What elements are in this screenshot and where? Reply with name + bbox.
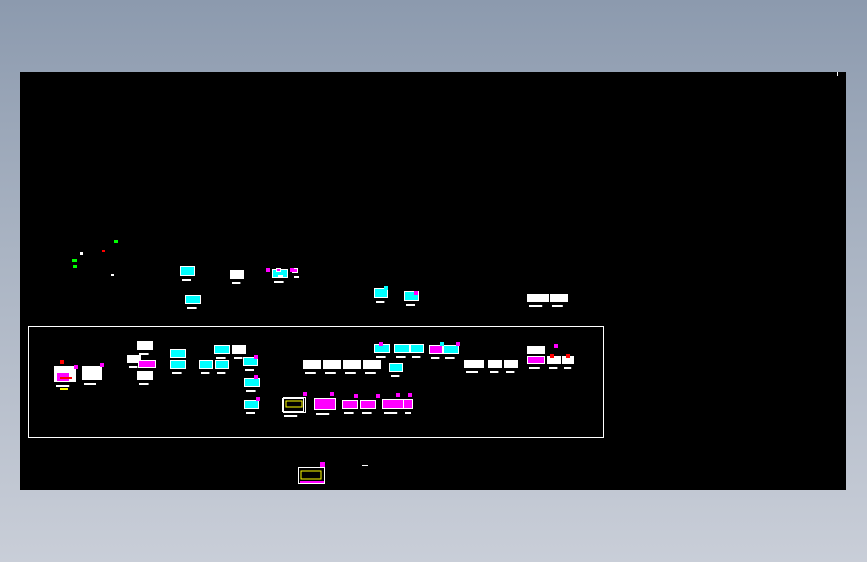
block-references (54, 266, 574, 417)
crosshair-cursor-icon (837, 72, 838, 76)
drawing-viewport[interactable] (20, 72, 846, 490)
scattered-marks (72, 240, 118, 276)
title-block (298, 462, 368, 484)
drawing-canvas[interactable] (20, 72, 846, 490)
assembly-frame (28, 326, 604, 438)
